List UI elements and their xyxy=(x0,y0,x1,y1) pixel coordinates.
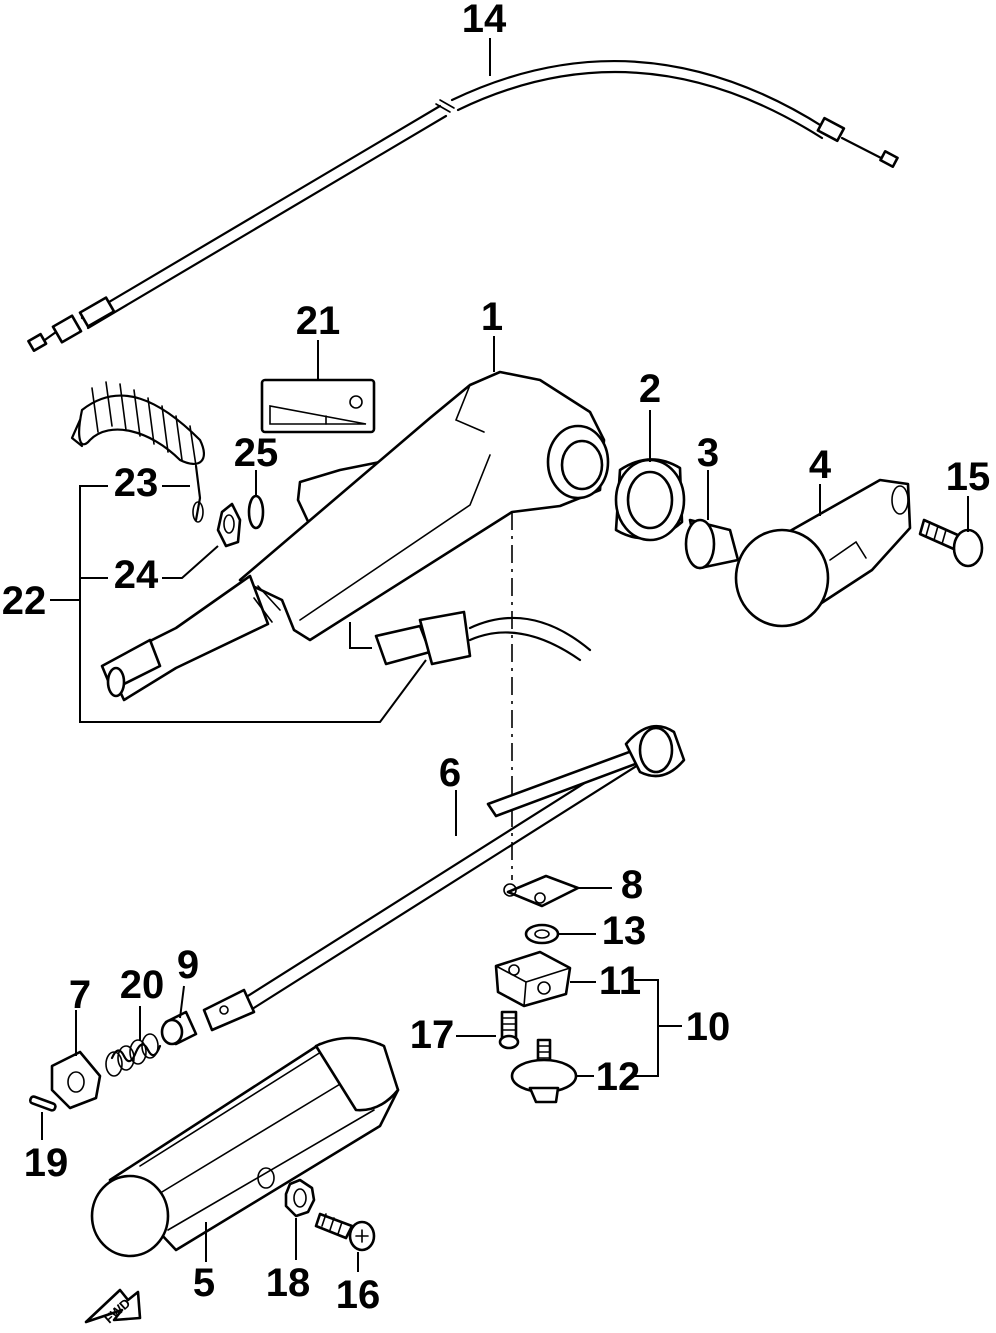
part-1-tiller-handle[interactable] xyxy=(100,370,610,702)
callout-20: 20 xyxy=(120,963,165,1007)
callout-12: 12 xyxy=(596,1055,641,1099)
part-3-collar[interactable] xyxy=(684,518,740,570)
callout-19: 19 xyxy=(24,1141,69,1185)
callout-17: 17 xyxy=(410,1013,455,1057)
callout-24: 24 xyxy=(114,553,159,597)
callout-21: 21 xyxy=(296,299,341,343)
callout-15: 15 xyxy=(946,455,991,499)
part-7-cam-block[interactable] xyxy=(50,1050,102,1110)
callout-1: 1 xyxy=(481,295,503,339)
part-4-grip-cap[interactable] xyxy=(734,478,912,628)
part-15-bolt[interactable] xyxy=(918,518,984,568)
callout-3: 3 xyxy=(697,431,719,475)
part-11-friction-block[interactable] xyxy=(494,950,572,1008)
callout-11: 11 xyxy=(599,959,641,1003)
part-23-stop-lanyard[interactable] xyxy=(70,381,205,523)
callout-7: 7 xyxy=(69,973,91,1017)
part-21-label-plate[interactable] xyxy=(260,378,376,434)
part-9-bushing[interactable] xyxy=(160,1010,198,1046)
callout-6: 6 xyxy=(439,751,461,795)
part-24-nut[interactable] xyxy=(216,502,242,548)
part-20-spring[interactable] xyxy=(105,1033,162,1077)
callout-10: 10 xyxy=(686,1005,731,1049)
callout-14: 14 xyxy=(462,0,507,41)
part-25-washer[interactable] xyxy=(247,494,265,530)
leader-lines xyxy=(41,38,969,1272)
callout-5: 5 xyxy=(193,1261,215,1305)
callout-2: 2 xyxy=(639,367,661,411)
callout-9: 9 xyxy=(177,943,199,987)
callout-25: 25 xyxy=(234,431,279,475)
part-17-screw[interactable] xyxy=(498,1010,520,1050)
fwd-arrow-icon: FWD xyxy=(84,1288,142,1326)
part-12-adjuster-knob[interactable] xyxy=(510,1038,578,1104)
part-19-pin[interactable] xyxy=(28,1095,57,1112)
part-8-plate[interactable] xyxy=(503,874,580,908)
callout-18: 18 xyxy=(266,1261,311,1305)
group-22-bracket xyxy=(79,485,427,723)
part-6-throttle-shaft[interactable] xyxy=(202,724,686,1032)
part-13-washer[interactable] xyxy=(524,923,560,945)
callout-16: 16 xyxy=(336,1273,381,1317)
part-5-grip[interactable] xyxy=(90,1036,400,1258)
callout-22: 22 xyxy=(2,579,47,623)
part-2-bushing[interactable] xyxy=(614,458,686,542)
callout-4: 4 xyxy=(809,443,832,487)
callout-8: 8 xyxy=(621,863,643,907)
part-14-throttle-cable[interactable] xyxy=(27,59,899,352)
part-18-lock-washer[interactable] xyxy=(284,1178,316,1218)
part-16-screw[interactable] xyxy=(314,1212,376,1252)
callout-23: 23 xyxy=(114,461,159,505)
callout-13: 13 xyxy=(602,909,647,953)
